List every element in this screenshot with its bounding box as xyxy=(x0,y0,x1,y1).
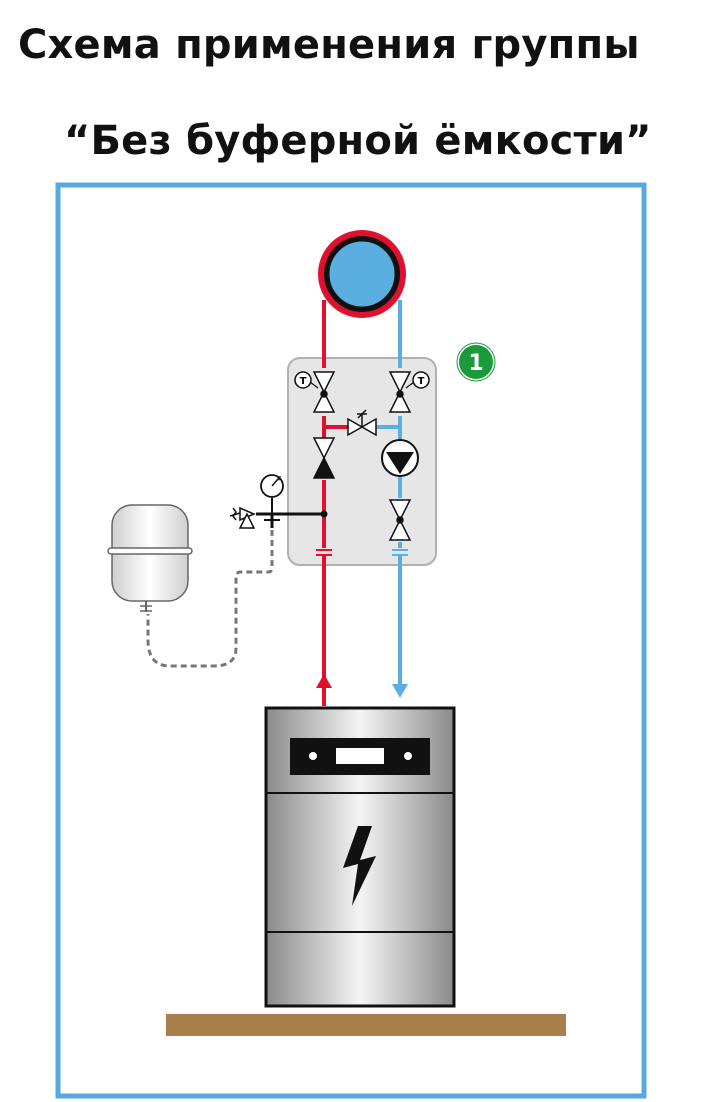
expansion-tank-icon xyxy=(107,504,193,612)
floor xyxy=(166,1014,566,1036)
safety-valve-icon xyxy=(229,506,256,529)
expansion-hose xyxy=(146,530,274,668)
lightning-bolt-icon xyxy=(343,826,376,906)
circulation-pump-icon xyxy=(381,439,419,477)
pressure-gauge-icon xyxy=(260,474,284,498)
return-fitting-icon xyxy=(392,549,408,556)
supply-thermometer-icon: T xyxy=(294,371,319,389)
badge-label: 1 xyxy=(468,351,483,376)
boiler-control-panel xyxy=(290,738,430,775)
position-badge: 1 xyxy=(456,342,496,382)
supply-ball-valve-icon xyxy=(312,371,336,413)
electric-boiler xyxy=(264,706,456,1008)
return-line xyxy=(376,300,402,690)
diagram-title: Схема применения группы xyxy=(18,22,640,68)
return-thermometer-icon: T xyxy=(405,371,430,389)
thermometer-label: T xyxy=(300,376,307,387)
thermometer-label: T xyxy=(418,376,425,387)
supply-arrow-icon xyxy=(316,674,332,688)
return-ball-valve-icon xyxy=(388,371,412,413)
supply-fitting-icon xyxy=(316,549,332,556)
diagram-subtitle: “Без буферной ёмкости” xyxy=(64,118,652,164)
return-lower-valve-icon xyxy=(388,499,412,541)
safety-group xyxy=(256,498,328,528)
bypass-valve-icon xyxy=(347,409,377,437)
frame xyxy=(55,182,647,1099)
return-arrow-icon xyxy=(392,684,408,698)
consumer-circle-icon xyxy=(318,230,406,318)
check-valve-icon xyxy=(312,437,336,479)
